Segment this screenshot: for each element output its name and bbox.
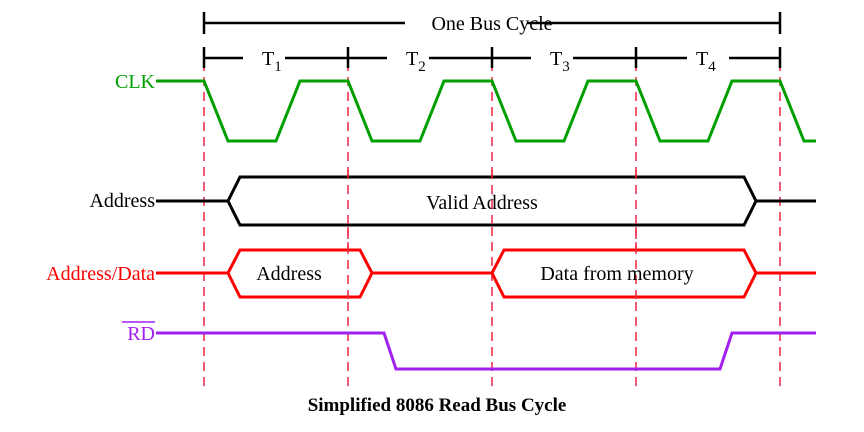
guide-overlay bbox=[347, 170, 637, 300]
bus-cycle-bracket bbox=[202, 12, 782, 34]
clk-waveform bbox=[156, 79, 816, 143]
address-label: Address bbox=[89, 190, 155, 212]
t-state-label-2: T2 bbox=[406, 48, 426, 75]
data-phase-label: Data from memory bbox=[540, 263, 693, 285]
address-data-waveform bbox=[156, 248, 816, 299]
t-state-label-4: T4 bbox=[696, 48, 716, 75]
rd-label: RD bbox=[127, 323, 155, 345]
valid-address-label: Valid Address bbox=[426, 192, 538, 214]
t-state-brackets bbox=[202, 47, 782, 68]
address-data-label: Address/Data bbox=[46, 263, 155, 285]
t-state-label-1: T1 bbox=[262, 48, 282, 75]
t-state-label-3: T3 bbox=[550, 48, 570, 75]
bus-cycle-label: One Bus Cycle bbox=[431, 13, 552, 35]
address-phase-label: Address bbox=[256, 263, 322, 285]
clk-label: CLK bbox=[115, 71, 156, 93]
diagram-title: Simplified 8086 Read Bus Cycle bbox=[308, 395, 567, 416]
rd-waveform bbox=[156, 331, 816, 371]
